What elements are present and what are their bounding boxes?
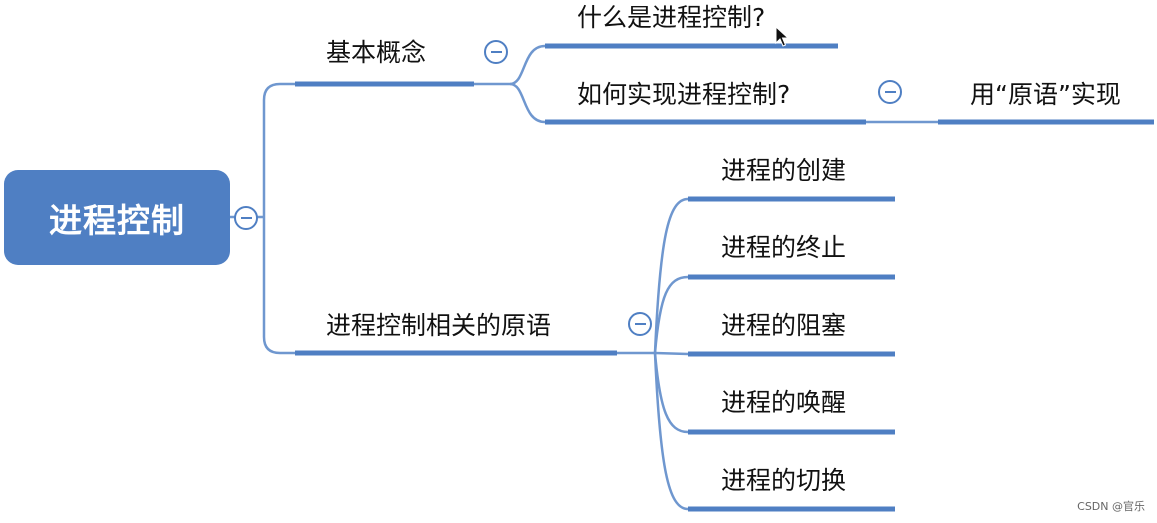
node-related-primitives[interactable]: 进程控制相关的原语 [326, 311, 552, 340]
minus-icon [884, 91, 896, 93]
minus-icon [240, 217, 252, 219]
minus-icon [634, 323, 646, 325]
node-process-block[interactable]: 进程的阻塞 [721, 311, 847, 340]
watermark: CSDN @官乐 [1077, 500, 1145, 513]
root-node[interactable]: 进程控制 [4, 170, 230, 265]
minus-icon [490, 51, 502, 53]
collapse-root-button[interactable] [234, 206, 258, 230]
connector-basic-to-what [509, 44, 546, 86]
root-node-label: 进程控制 [49, 200, 185, 240]
connector-to-block [654, 351, 689, 356]
connector-to-create [653, 197, 689, 354]
node-how-to-implement[interactable]: 如何实现进程控制? [577, 80, 791, 109]
collapse-how-button[interactable] [878, 80, 902, 104]
node-process-wakeup[interactable]: 进程的唤醒 [721, 388, 847, 417]
connector-to-terminate [653, 275, 689, 354]
node-process-create[interactable]: 进程的创建 [721, 156, 847, 185]
connector-basic-to-how [509, 82, 546, 124]
connector-root-to-basic [262, 82, 295, 217]
node-process-switch[interactable]: 进程的切换 [721, 466, 847, 495]
node-basic-concepts[interactable]: 基本概念 [326, 38, 427, 67]
node-process-terminate[interactable]: 进程的终止 [721, 233, 847, 262]
node-what-is-process-control[interactable]: 什么是进程控制? [577, 3, 766, 32]
connector-to-switch [653, 352, 689, 511]
node-implement-with-primitives[interactable]: 用“原语”实现 [970, 80, 1121, 109]
collapse-basic-button[interactable] [484, 40, 508, 64]
connector-root-to-primitives [262, 217, 295, 355]
mouse-cursor-icon [775, 26, 789, 47]
collapse-primitives-button[interactable] [628, 312, 652, 336]
